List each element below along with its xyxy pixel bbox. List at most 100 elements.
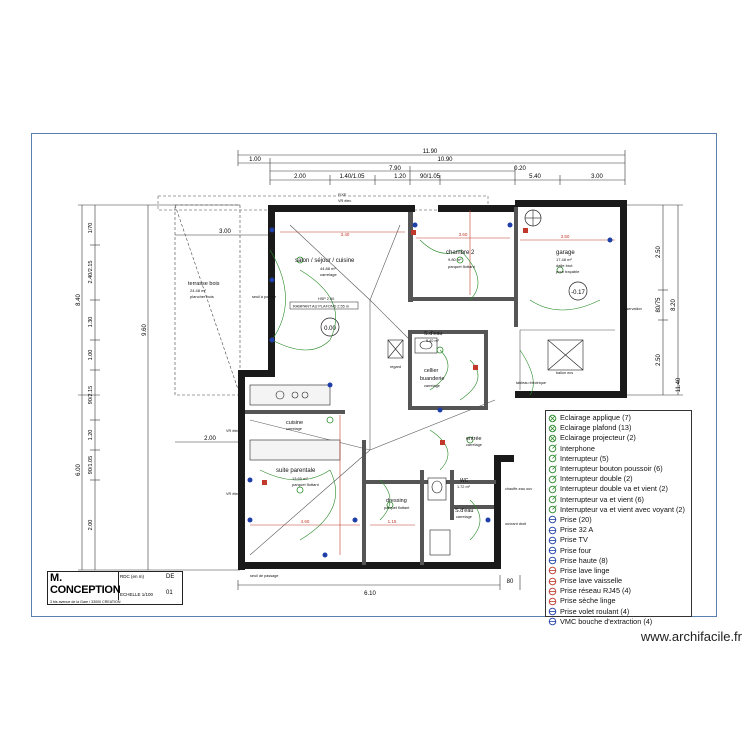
legend-item: Prise réseau RJ45 (4) xyxy=(548,586,689,596)
legend-item-label: Interrupteur bouton poussoir (6) xyxy=(560,464,663,474)
room-dressing-name: dressing xyxy=(386,498,407,504)
spotlight-icon xyxy=(548,434,557,443)
room-dim-4: 4.60 xyxy=(301,519,310,524)
socket-icon xyxy=(437,407,443,413)
vmc-icon xyxy=(548,617,557,626)
room-wc-name: WC xyxy=(460,478,469,484)
room-terrasse-floor: plancher bois xyxy=(190,294,214,299)
legend-item-label: Prise lave vaisselle xyxy=(560,576,623,586)
electrical-symbols xyxy=(247,222,613,558)
dim-total-width: 11.90 xyxy=(423,149,438,155)
legend-item: Eclairage projecteur (2) xyxy=(548,433,689,443)
right-dimension-lines xyxy=(625,204,683,396)
dim-left-3: 1/70 xyxy=(88,223,94,234)
legend-item-label: Eclairage applique (7) xyxy=(560,413,631,423)
socket-icon xyxy=(352,517,358,523)
room-suite-area: 13.60 m² xyxy=(292,476,308,481)
room-sdeau2-floor: carrelage xyxy=(456,515,472,519)
double-two-way-switch-icon xyxy=(548,485,557,494)
legend-item-label: Interrupteur double (2) xyxy=(560,474,633,484)
room-cuisine-name: cuisine xyxy=(286,420,303,426)
annotation-reservation: réservation xyxy=(623,307,642,311)
dim-right-3: 8.20 xyxy=(671,299,677,311)
interphone-icon xyxy=(548,444,557,453)
network-socket-icon xyxy=(411,230,416,235)
legend-item: Prise TV xyxy=(548,535,689,545)
legend-item-label: Prise lave linge xyxy=(560,565,610,575)
watermark-link[interactable]: www.archifacile.fr xyxy=(640,629,742,644)
plan-scale: ECHELLE 1/100 xyxy=(120,592,154,597)
socket-icon xyxy=(247,517,253,523)
dim-top-8: 90/1.05 xyxy=(420,174,441,180)
dim-right-2: 80/75 xyxy=(656,297,662,313)
socket-icon xyxy=(485,517,491,523)
shutter-socket-icon xyxy=(548,607,557,616)
legend-item-label: Prise (20) xyxy=(560,514,592,524)
level-main: 0.00 xyxy=(324,326,336,332)
room-entree-name: entrée xyxy=(466,436,482,442)
ceiling-light-icon xyxy=(556,266,564,274)
rampant-box xyxy=(289,301,359,310)
network-socket-icon xyxy=(262,480,267,485)
room-chambre2-name: chambre 2 xyxy=(446,250,475,256)
socket-icon xyxy=(269,227,275,233)
sheet-number: 01 xyxy=(166,590,173,596)
legend-item: Prise volet roulant (4) xyxy=(548,607,689,617)
room-garage-area: 17.48 m² xyxy=(556,257,572,262)
room-cellier-sub: buanderie xyxy=(420,376,444,382)
company-name: CONCEPTION xyxy=(50,584,121,596)
annotation-mur-porteur: seuil à porteur xyxy=(252,295,277,299)
kitchen-counters xyxy=(249,384,341,461)
legend-item-label: Eclairage plafond (13) xyxy=(560,423,632,433)
legend-item: Interphone xyxy=(548,444,689,454)
dim-right-4: 2.50 xyxy=(656,354,662,366)
level-marker-main xyxy=(320,317,340,337)
legend-item: Eclairage plafond (13) xyxy=(548,423,689,433)
exterior-walls xyxy=(238,200,627,570)
dim-top-5: 2.00 xyxy=(294,174,306,180)
drawing-frame xyxy=(31,133,717,617)
socket-icon xyxy=(412,222,418,228)
network-socket-icon xyxy=(523,228,528,233)
dim-top-3: 7.90 xyxy=(389,166,401,172)
room-terrasse-name: terrasse bois xyxy=(188,281,220,287)
roof-overhang xyxy=(157,195,489,211)
room-sdeau2-name: S.d'eau xyxy=(455,508,473,514)
legend-item-label: Interrupteur va et vient avec voyant (2) xyxy=(560,504,685,514)
dim-left-5: 1.30 xyxy=(88,317,94,328)
legend-item: Prise haute (8) xyxy=(548,556,689,566)
room-suite-name: suite parentale xyxy=(276,468,316,474)
dim-left-10: 2.00 xyxy=(88,520,94,531)
dim-left-7: 90/2.15 xyxy=(88,386,94,404)
dim-left-mid: 9.60 xyxy=(142,324,148,336)
switch-wiring xyxy=(259,239,601,541)
legend-item-label: Eclairage projecteur (2) xyxy=(560,433,636,443)
legend-item: Interrupteur (5) xyxy=(548,454,689,464)
room-entree-floor: carrelage xyxy=(466,443,482,447)
legend-item: Prise four xyxy=(548,545,689,555)
socket-icon xyxy=(269,337,275,343)
legend-item: Interrupteur double (2) xyxy=(548,474,689,484)
roof-ridge-lines xyxy=(249,224,615,556)
legend-panel: Eclairage applique (7)Eclairage plafond … xyxy=(545,410,692,626)
socket-32a-icon xyxy=(548,526,557,535)
room-salon-floor: carrelage xyxy=(320,272,337,277)
room-chambre2-floor: parquet flottant xyxy=(448,264,476,269)
plan-level: RDC (en m) xyxy=(120,574,145,579)
sheet-label: DE xyxy=(166,574,175,580)
dim-top-1: 1.00 xyxy=(249,157,261,163)
room-suite-floor: parquet flottant xyxy=(292,482,320,487)
room-cellier-floor: carrelage xyxy=(424,384,440,388)
dim-left-offset-2: 2.00 xyxy=(204,436,216,442)
room-sdeau1-name: S.d'eau xyxy=(424,331,442,337)
socket-icon xyxy=(322,552,328,558)
annotation-chauffe: chauffe-eau ouv xyxy=(505,487,532,491)
room-terrasse-area: 24.48 m² xyxy=(190,288,206,293)
room-dim-3: 3.50 xyxy=(561,234,570,239)
legend-item-label: Prise haute (8) xyxy=(560,555,608,565)
room-dim-5: 1.15 xyxy=(388,519,397,524)
two-way-switch-light-icon xyxy=(548,505,557,514)
socket-icon xyxy=(607,237,613,243)
annotation-regard: regard xyxy=(390,365,401,369)
